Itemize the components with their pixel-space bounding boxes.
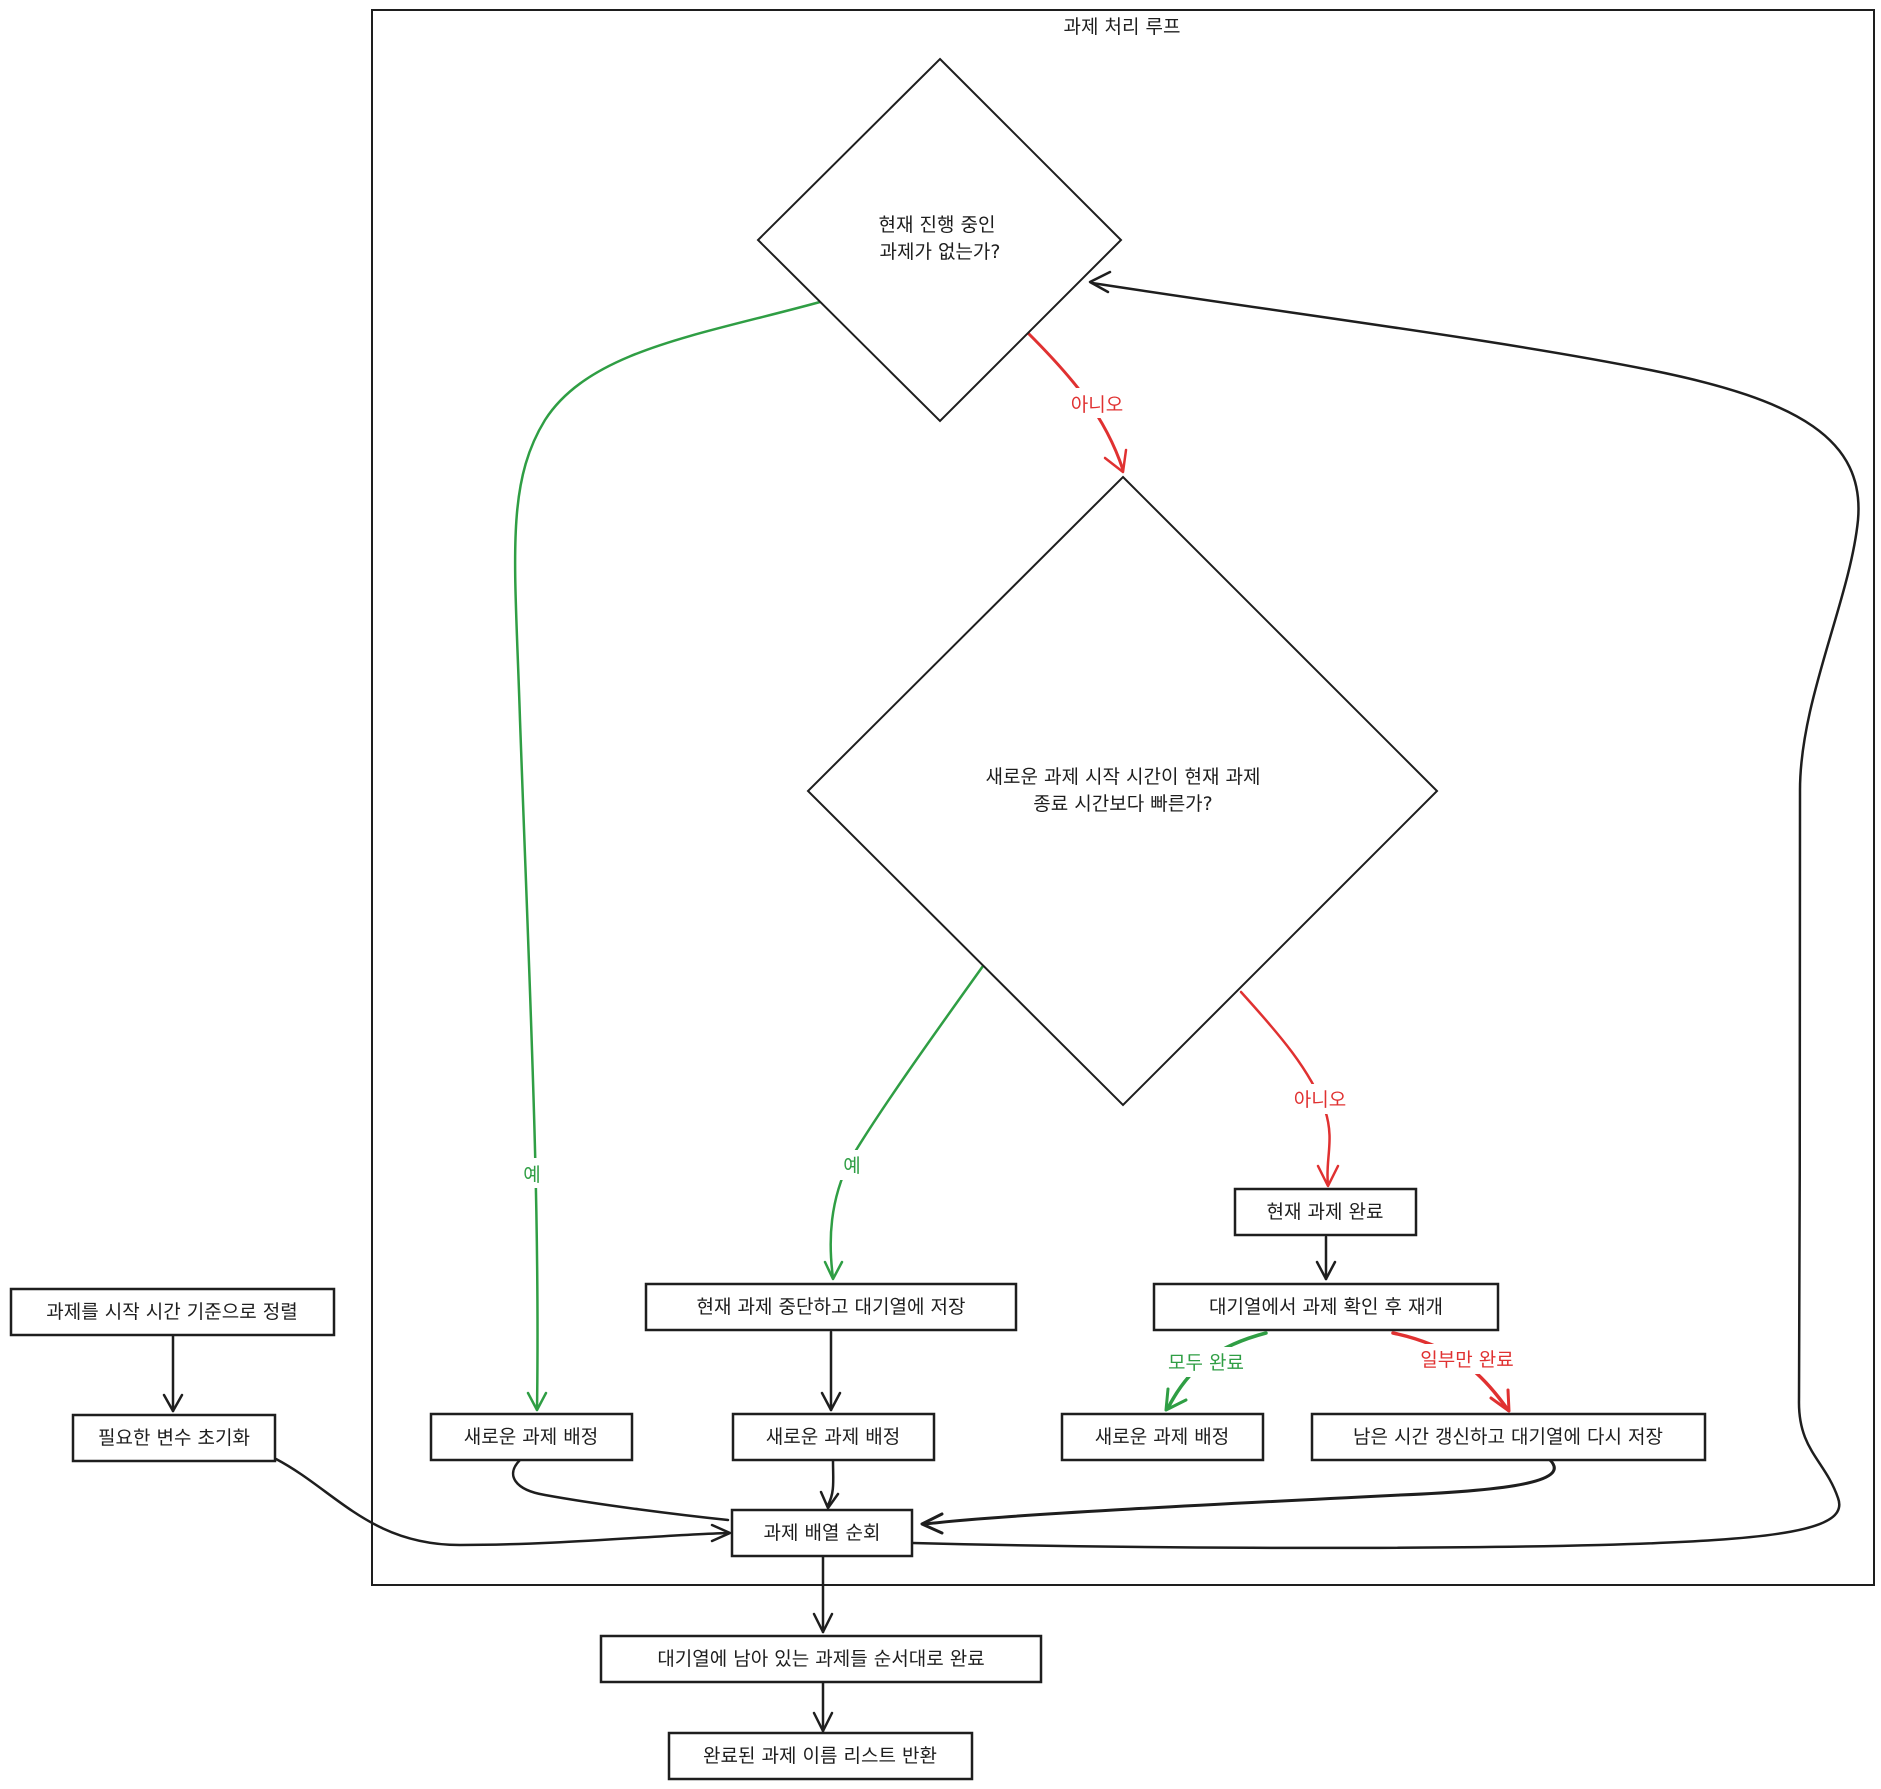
node-label: 과제 배열 순회 [764,1522,881,1544]
arrowhead-decision1 [1088,270,1112,294]
edge-update-to-iterate [923,1458,1556,1526]
arrowhead-return [812,1711,834,1733]
loop-frame: 과제 처리 루프 [371,9,1875,1586]
node-label: 현재 과제 중단하고 대기열에 저장 [697,1296,966,1318]
node-label: 남은 시간 갱신하고 대기열에 다시 저장 [1353,1426,1663,1448]
loop-frame-title: 과제 처리 루프 [1064,16,1181,38]
arrowhead-assign-right [1164,1387,1188,1412]
node-label: 새로운 과제 배정 [766,1426,900,1448]
edge-assign-mid-to-iterate [826,1458,835,1507]
arrowhead-iterate-top [819,1490,840,1510]
node-sort-tasks: 과제를 시작 시간 기준으로 정렬 [9,1287,336,1337]
node-assign-new-left: 새로운 과제 배정 [429,1412,634,1462]
node-label: 현재 과제 완료 [1267,1201,1384,1223]
arrowhead-assign-mid [820,1391,842,1412]
node-return-names: 완료된 과제 이름 리스트 반환 [667,1731,974,1781]
edge-loop-back [911,281,1860,1550]
edge-labels: 예 아니오 예 아니오 모두 완료 일부만 완료 [518,388,1521,1377]
arrowhead-pause [823,1260,844,1281]
edge-init-to-iterate [274,1457,730,1547]
node-pause-and-queue: 현재 과제 중단하고 대기열에 저장 [644,1282,1018,1332]
arrowhead-finish-current [1316,1164,1340,1188]
edge-label-all-done: 모두 완료 [1168,1352,1244,1374]
node-label: 완료된 과제 이름 리스트 반환 [703,1745,937,1767]
arrowhead-iterate-left [710,1523,732,1543]
edge-label-yes-2: 예 [843,1155,860,1177]
edge-assign-left-to-iterate [511,1458,730,1522]
node-label: 새로운 과제 배정 [1095,1426,1229,1448]
decision-no-current: 현재 진행 중인 과제가 없는가? [756,57,1123,423]
node-assign-new-mid: 새로운 과제 배정 [731,1412,936,1462]
arrowhead-decision2 [1103,448,1128,474]
edge-label-no-1: 아니오 [1071,394,1123,416]
node-finish-queue: 대기열에 남아 있는 과제들 순서대로 완료 [599,1634,1043,1684]
node-update-and-requeue: 남은 시간 갱신하고 대기열에 다시 저장 [1310,1412,1707,1462]
node-label: 새로운 과제 배정 [464,1426,598,1448]
decision-text-line-1: 새로운 과제 시작 시간이 현재 과제 [986,766,1261,788]
node-assign-new-right: 새로운 과제 배정 [1060,1412,1265,1462]
node-label: 과제를 시작 시간 기준으로 정렬 [46,1301,297,1323]
node-resume-from-queue: 대기열에서 과제 확인 후 재개 [1152,1282,1500,1332]
arrowhead-finish-queue [812,1612,834,1634]
edge-yes-earlier [829,964,985,1280]
arrowhead-resume [1315,1260,1337,1281]
decision-text-line-2: 종료 시간보다 빠른가? [1033,793,1212,815]
edge-label-yes-1: 예 [523,1164,540,1186]
node-iterate-tasks: 과제 배열 순회 [730,1508,914,1558]
decision-text-line-1: 현재 진행 중인 [879,214,996,236]
node-label: 대기열에서 과제 확인 후 재개 [1209,1296,1443,1318]
arrowhead-iterate-right [920,1512,944,1535]
loop-frame-border [371,9,1875,1586]
edges [162,270,1860,1733]
arrowhead-update [1489,1388,1511,1413]
decision-text-line-2: 과제가 없는가? [879,241,1000,263]
decision-diamond [756,57,1123,423]
decision-diamond [806,475,1439,1107]
node-label: 필요한 변수 초기화 [98,1427,250,1449]
edge-label-no-2: 아니오 [1294,1089,1346,1111]
node-init-vars: 필요한 변수 초기화 [71,1413,277,1463]
arrowhead-assign-left [526,1391,548,1412]
decision-earlier: 새로운 과제 시작 시간이 현재 과제 종료 시간보다 빠른가? [806,475,1439,1107]
edge-label-partial-done: 일부만 완료 [1420,1349,1513,1371]
arrowhead-init [162,1393,184,1413]
edge-yes-no-current [513,300,822,1412]
node-finish-current: 현재 과제 완료 [1233,1187,1418,1237]
node-label: 대기열에 남아 있는 과제들 순서대로 완료 [657,1648,984,1670]
